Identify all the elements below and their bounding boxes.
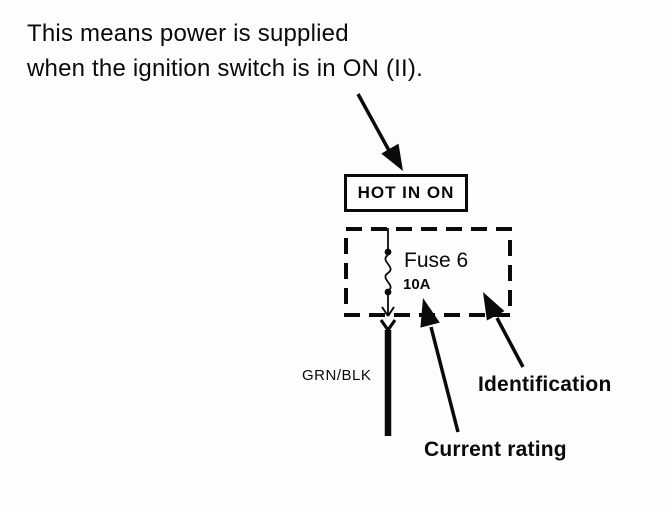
identification-arrow-icon — [483, 292, 525, 368]
fuse-symbol-icon — [381, 228, 395, 317]
caption-arrow-icon — [356, 93, 403, 171]
identification-callout-label: Identification — [478, 373, 612, 396]
current-rating-arrow-icon — [420, 298, 460, 433]
hot-in-on-box: HOT IN ON — [344, 174, 468, 212]
fuse-rating-label: 10A — [403, 276, 431, 293]
current-rating-callout-label: Current rating — [424, 438, 567, 461]
wire-connector-icon — [379, 319, 397, 436]
caption-line-1: This means power is supplied — [27, 20, 349, 47]
caption-text: This means power is supplied when the ig… — [27, 16, 423, 86]
caption-line-2: when the ignition switch is in ON (II). — [27, 55, 423, 82]
fuse-name-label: Fuse 6 — [404, 249, 469, 272]
hot-in-on-label: HOT IN ON — [357, 183, 455, 202]
wire-color-label: GRN/BLK — [302, 367, 372, 384]
